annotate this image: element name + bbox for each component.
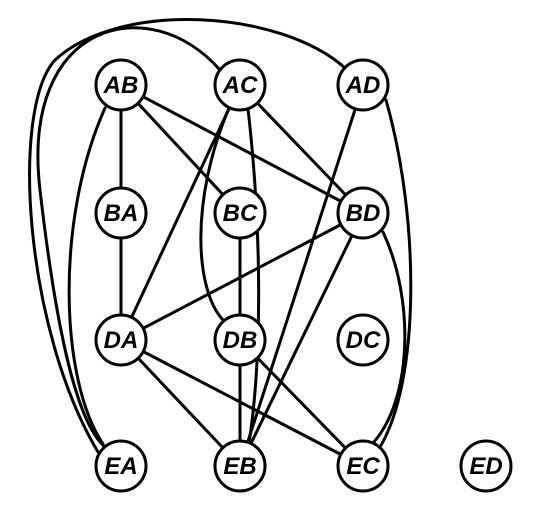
edge-ab-bc xyxy=(119,83,242,215)
node-label: ED xyxy=(469,453,502,480)
node-ba: BA xyxy=(94,186,148,240)
edge-ac-bd xyxy=(238,83,365,215)
node-ed: ED xyxy=(459,439,513,493)
node-circle xyxy=(336,439,390,493)
node-label: DC xyxy=(346,327,381,354)
edge-bd-eb xyxy=(238,211,365,468)
node-ea: EA xyxy=(94,439,148,493)
edge-ad-ea xyxy=(28,18,347,454)
node-circle xyxy=(213,58,267,112)
node-ec: EC xyxy=(336,439,390,493)
edge-ac-db xyxy=(199,106,231,322)
node-label: DA xyxy=(104,327,139,354)
node-db: DB xyxy=(213,313,267,367)
node-circle xyxy=(459,439,513,493)
node-bc: BC xyxy=(213,186,267,240)
node-label: AD xyxy=(345,72,381,99)
node-dc: DC xyxy=(336,313,390,367)
node-label: DB xyxy=(223,327,258,354)
node-ad: AD xyxy=(336,58,390,112)
edge-da-eb xyxy=(119,338,242,468)
edge-ac-ea xyxy=(36,26,222,448)
edge-ad-ec xyxy=(378,98,413,449)
edge-bd-ec xyxy=(371,230,407,445)
node-eb: EB xyxy=(213,439,267,493)
node-circle xyxy=(213,313,267,367)
edge-ab-ea xyxy=(67,106,107,446)
node-da: DA xyxy=(94,313,148,367)
node-label: EB xyxy=(223,453,256,480)
node-label: AC xyxy=(222,72,258,99)
node-circle xyxy=(94,439,148,493)
edge-bd-da xyxy=(119,211,365,342)
node-circle xyxy=(94,313,148,367)
edge-db-ec xyxy=(238,338,365,468)
edge-ad-eb xyxy=(238,83,365,468)
node-label: BA xyxy=(104,200,139,227)
node-label: EA xyxy=(104,453,137,480)
edge-ab-bd xyxy=(119,83,365,215)
node-circle xyxy=(213,186,267,240)
node-circle xyxy=(336,58,390,112)
node-circle xyxy=(336,313,390,367)
edge-da-ec xyxy=(119,338,365,468)
node-circle xyxy=(94,58,148,112)
edge-ac-eb xyxy=(246,107,261,445)
node-circle xyxy=(336,186,390,240)
node-ac: AC xyxy=(213,58,267,112)
node-label: AB xyxy=(103,72,139,99)
node-label: BD xyxy=(346,200,381,227)
node-label: EC xyxy=(346,453,380,480)
node-circle xyxy=(94,186,148,240)
node-label: BC xyxy=(223,200,258,227)
node-ab: AB xyxy=(94,58,148,112)
node-circle xyxy=(213,439,267,493)
node-layer: AB AC AD BA BC BD DA DB DC EA EB EC ED xyxy=(94,58,513,493)
node-bd: BD xyxy=(336,186,390,240)
